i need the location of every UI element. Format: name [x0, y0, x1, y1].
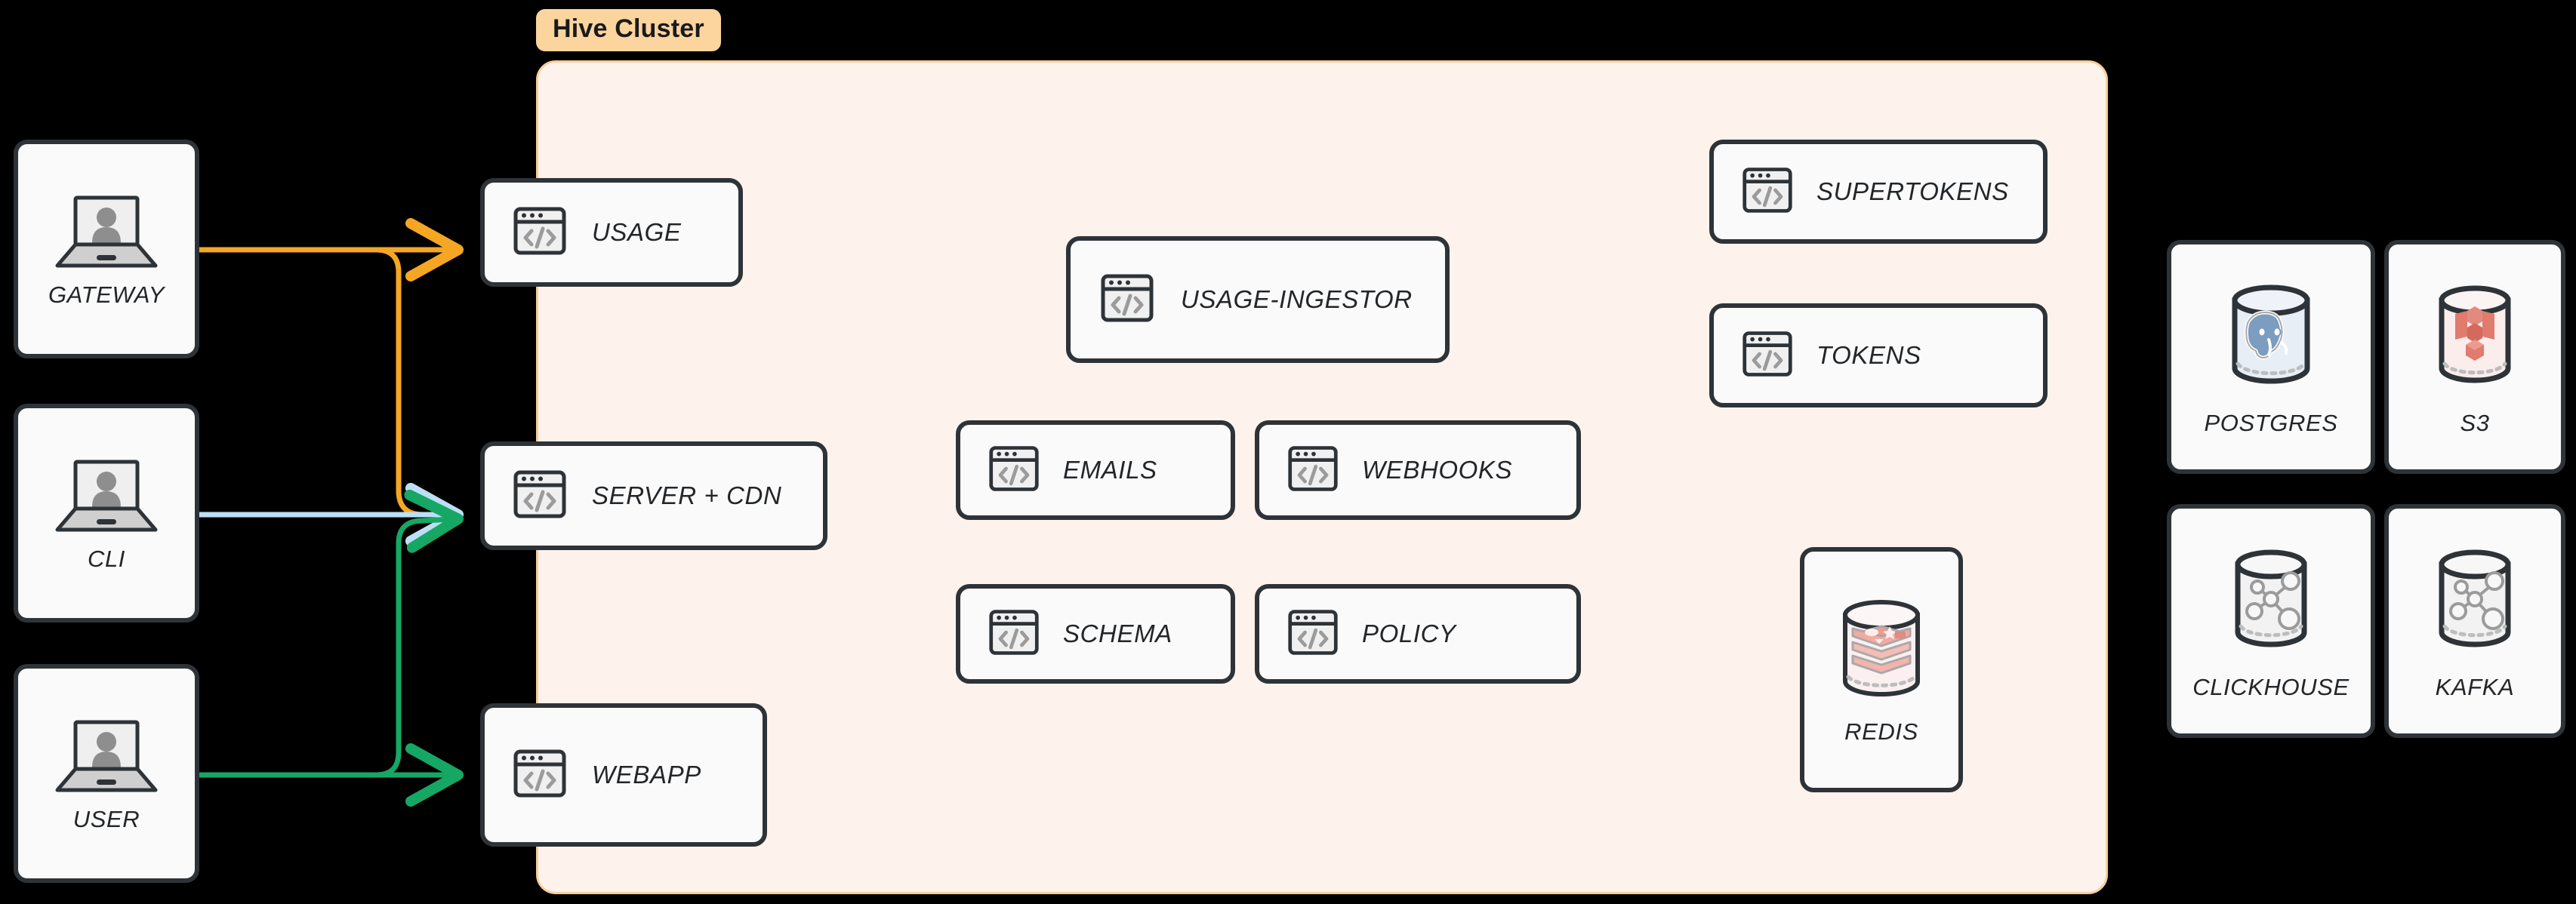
code-window-icon: [1286, 442, 1339, 499]
hive-cluster-badge: Hive Cluster: [536, 9, 721, 51]
node-postgres-label: POSTGRES: [2204, 409, 2338, 436]
wire-user-to-server-cdn: [199, 489, 464, 778]
redis-cylinder-icon: [1830, 594, 1933, 706]
node-redis[interactable]: REDIS: [1800, 547, 1963, 792]
node-user-label: USER: [72, 805, 140, 832]
postgres-cylinder-icon: [2218, 278, 2324, 395]
node-clickhouse[interactable]: CLICKHOUSE: [2167, 504, 2375, 738]
code-window-icon: [1099, 270, 1155, 330]
node-schema-label: SCHEMA: [1063, 620, 1172, 647]
node-tokens[interactable]: TOKENS: [1709, 303, 2048, 407]
code-window-icon: [1741, 164, 1794, 220]
node-webhooks-label: WEBHOOKS: [1362, 456, 1513, 484]
code-window-icon: [512, 466, 568, 526]
node-server-cdn-label: SERVER + CDN: [592, 481, 782, 509]
code-window-icon: [512, 203, 568, 263]
node-usage[interactable]: USAGE: [480, 178, 743, 287]
code-window-icon: [512, 746, 568, 805]
node-emails[interactable]: EMAILS: [956, 420, 1235, 520]
code-window-icon: [1741, 327, 1794, 384]
code-window-icon: [1286, 606, 1339, 663]
node-policy-label: POLICY: [1362, 620, 1456, 647]
node-gateway-label: GATEWAY: [48, 281, 165, 308]
node-kafka-label: KAFKA: [2435, 673, 2515, 700]
node-webhooks[interactable]: WEBHOOKS: [1255, 420, 1581, 520]
node-emails-label: EMAILS: [1063, 456, 1157, 484]
node-usage-ingestor[interactable]: USAGE-INGESTOR: [1066, 236, 1450, 363]
node-webapp[interactable]: WEBAPP: [480, 703, 767, 847]
laptop-user-icon: [50, 715, 163, 801]
node-supertokens-label: SUPERTOKENS: [1816, 177, 2009, 205]
node-postgres[interactable]: POSTGRES: [2167, 240, 2375, 474]
node-server-cdn[interactable]: SERVER + CDN: [480, 441, 827, 550]
code-window-icon: [988, 442, 1040, 499]
node-webapp-label: WEBAPP: [592, 761, 701, 789]
node-supertokens[interactable]: SUPERTOKENS: [1709, 140, 2048, 244]
node-s3[interactable]: S3: [2384, 240, 2565, 474]
laptop-user-icon: [50, 190, 163, 277]
node-usage-label: USAGE: [592, 218, 682, 246]
node-redis-label: REDIS: [1844, 718, 1918, 745]
laptop-user-icon: [50, 454, 163, 541]
node-s3-label: S3: [2460, 409, 2490, 436]
node-user[interactable]: USER: [14, 664, 199, 883]
s3-cylinder-icon: [2422, 278, 2528, 395]
network-cylinder-icon: [2422, 542, 2528, 659]
node-kafka[interactable]: KAFKA: [2384, 504, 2565, 738]
node-policy[interactable]: POLICY: [1255, 584, 1581, 684]
node-tokens-label: TOKENS: [1816, 341, 1921, 369]
code-window-icon: [988, 606, 1040, 663]
wire-gateway-to-server-cdn: [199, 247, 464, 546]
node-clickhouse-label: CLICKHOUSE: [2192, 673, 2350, 700]
node-schema[interactable]: SCHEMA: [956, 584, 1235, 684]
network-cylinder-icon: [2218, 542, 2324, 659]
node-usage-ingestor-label: USAGE-INGESTOR: [1181, 285, 1413, 313]
node-cli[interactable]: CLI: [14, 404, 199, 623]
node-gateway[interactable]: GATEWAY: [14, 140, 199, 358]
node-cli-label: CLI: [87, 545, 126, 572]
